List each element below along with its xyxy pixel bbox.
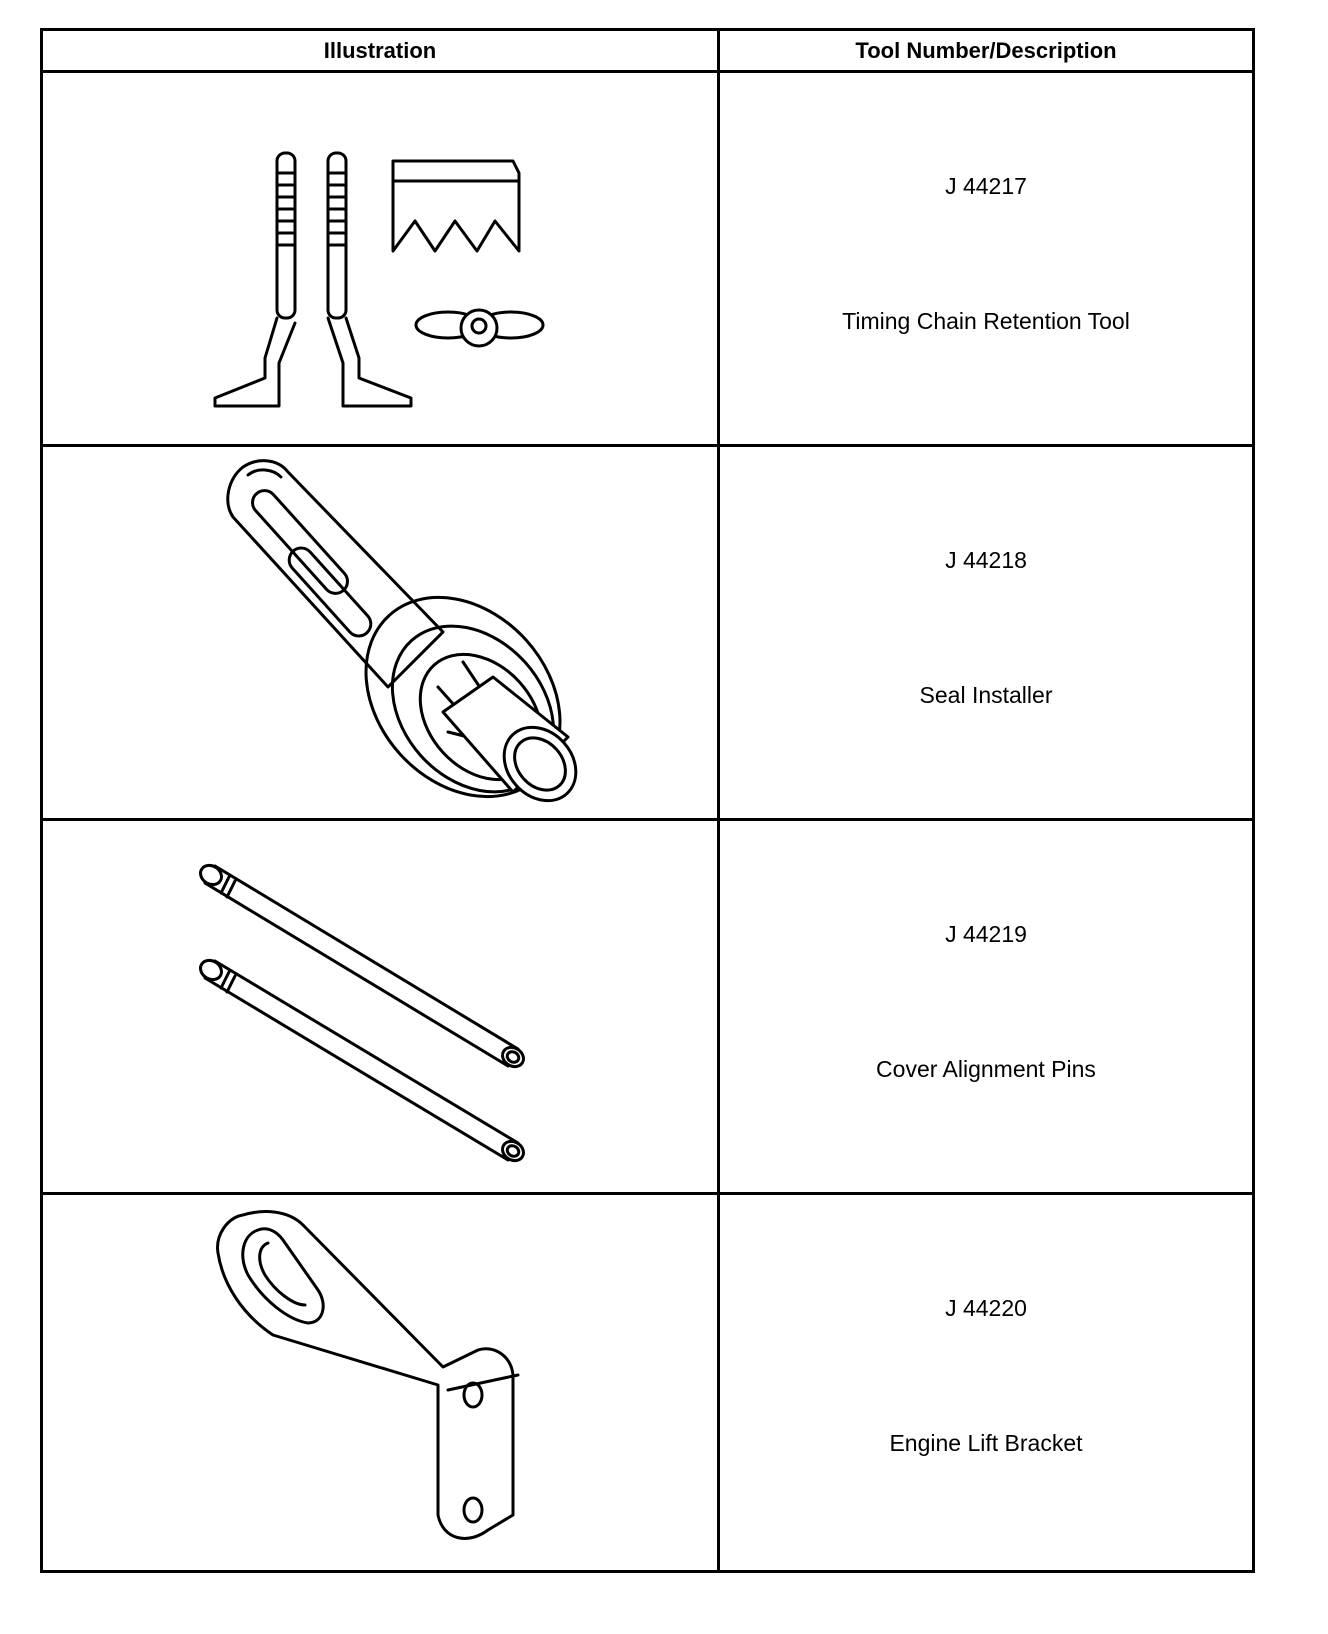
tool-description-cell: J 44218 Seal Installer	[720, 447, 1252, 818]
table-row: J 44218 Seal Installer	[43, 447, 1252, 821]
column-divider	[717, 31, 720, 1570]
header-illustration: Illustration	[323, 38, 437, 63]
engine-lift-bracket-illustration	[43, 1195, 717, 1570]
tool-name: Engine Lift Bracket	[889, 1430, 1083, 1456]
tool-description-cell: J 44219 Cover Alignment Pins	[720, 821, 1252, 1192]
tool-number: J 44217	[945, 173, 1027, 199]
tool-number: J 44219	[945, 921, 1027, 947]
tool-description-cell: J 44217 Timing Chain Retention Tool	[720, 73, 1252, 444]
tool-name: Cover Alignment Pins	[876, 1056, 1096, 1082]
tool-description-cell: J 44220 Engine Lift Bracket	[720, 1195, 1252, 1570]
tool-name: Timing Chain Retention Tool	[842, 308, 1130, 334]
timing-chain-retention-tool-illustration	[43, 73, 717, 444]
cover-alignment-pins-illustration	[43, 821, 717, 1192]
table-row: J 44217 Timing Chain Retention Tool	[43, 73, 1252, 447]
table-row: J 44220 Engine Lift Bracket	[43, 1195, 1252, 1570]
tool-name: Seal Installer	[919, 682, 1053, 708]
tool-number: J 44220	[945, 1295, 1027, 1321]
tool-table: Illustration Tool Number/Description	[40, 28, 1255, 1573]
header-tool-description: Tool Number/Description	[855, 38, 1117, 63]
table-header: Illustration Tool Number/Description	[43, 31, 1252, 73]
seal-installer-illustration	[43, 447, 717, 818]
tool-number: J 44218	[945, 547, 1027, 573]
table-row: J 44219 Cover Alignment Pins	[43, 821, 1252, 1195]
